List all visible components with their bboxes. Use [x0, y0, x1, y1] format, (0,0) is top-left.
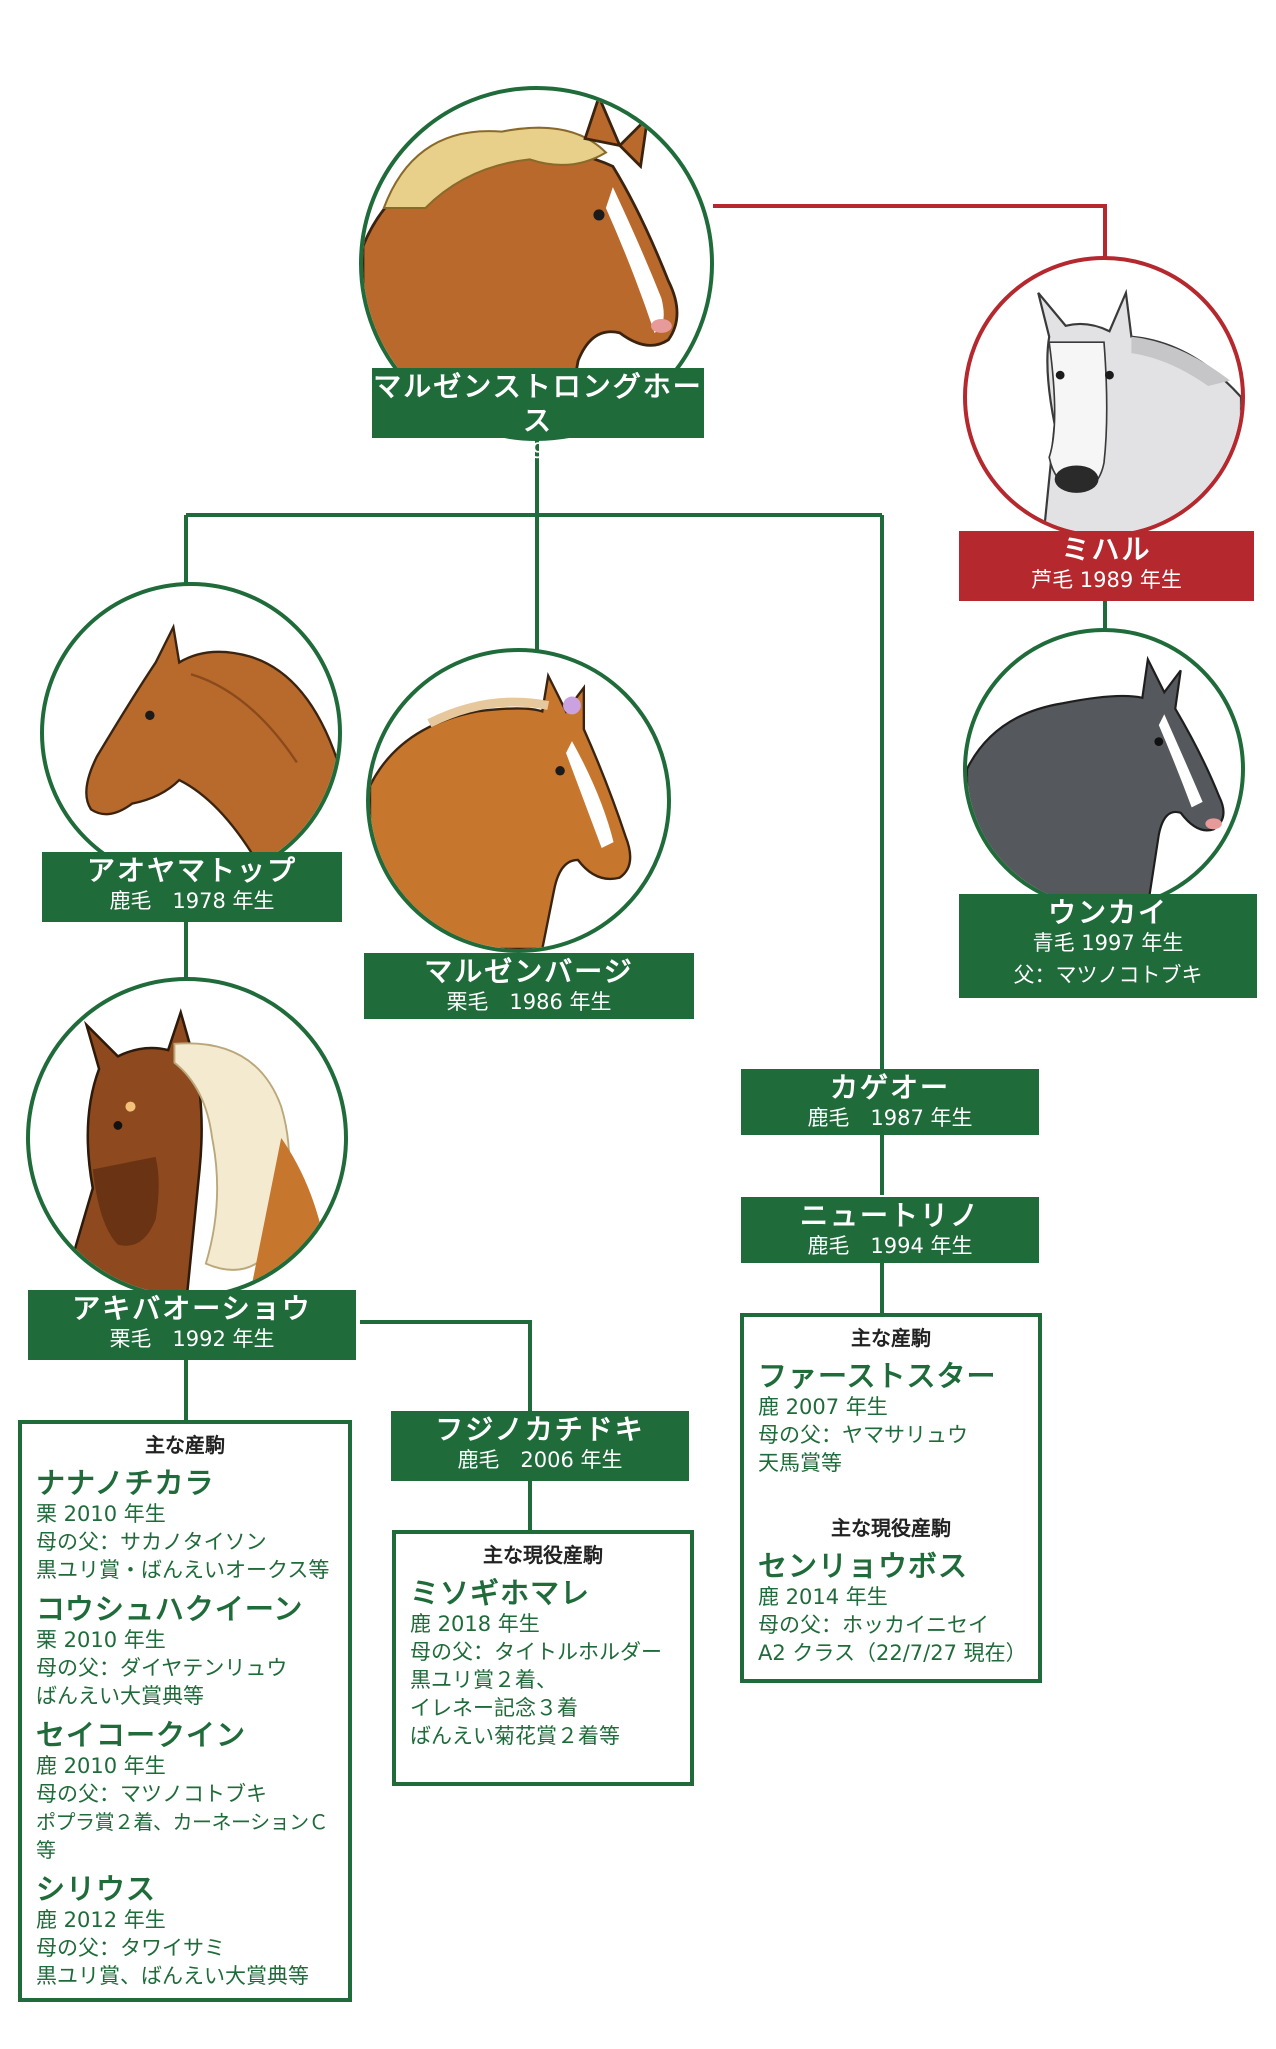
label-marzen-strong-horse: マルゼンストロングホース 鹿毛 1971 年生: [372, 368, 704, 463]
offspring-heading: 主な産駒: [145, 1433, 225, 1457]
horse-name: ミハル: [1061, 533, 1152, 566]
offspring-box-neutrino: 主な産駒 ファーストスター 鹿 2007 年生 母の父：ヤマサリュウ 天馬賞等 …: [740, 1313, 1042, 1683]
horse-name: アキバオーショウ: [72, 1292, 312, 1325]
offspring-heading: 主な産駒: [851, 1326, 931, 1350]
horse-info: 鹿毛 1978 年生: [109, 889, 275, 913]
horse-info: 鹿毛 1987 年生: [807, 1106, 973, 1130]
horse-name: ニュートリノ: [799, 1199, 980, 1232]
horse-name: ウンカイ: [1047, 896, 1168, 929]
label-unkai: ウンカイ 青毛 1997 年生 父：マツノコトブキ: [959, 894, 1257, 998]
offspring-entry: コウシュハクイーン 栗 2010 年生 母の父：ダイヤテンリュウ ばんえい大賞典…: [36, 1592, 334, 1710]
offspring-entry: ナナノチカラ 栗 2010 年生 母の父：サカノタイソン 黒ユリ賞・ばんえいオー…: [36, 1466, 334, 1584]
offspring-line: ポプラ賞２着、カーネーションＣ等: [36, 1810, 329, 1862]
offspring-line: 鹿 2018 年生: [410, 1612, 540, 1636]
offspring-line: ばんえい大賞典等: [36, 1684, 204, 1708]
portrait-aoyama-top: [40, 582, 342, 884]
offspring-box-fujino-kachidoki: 主な現役産駒 ミソギホマレ 鹿 2018 年生 母の父：タイトルホルダー 黒ユリ…: [392, 1530, 694, 1786]
portrait-miharu: [963, 256, 1245, 538]
offspring-entry: セイコークイン 鹿 2010 年生 母の父：マツノコトブキ ポプラ賞２着、カーネ…: [36, 1718, 334, 1864]
horse-sire: 父：マツノコトブキ: [1013, 963, 1203, 987]
offspring-name: センリョウボス: [758, 1549, 969, 1583]
label-marzen-barge: マルゼンバージ 栗毛 1986 年生: [364, 953, 694, 1019]
portrait-unkai: [963, 628, 1245, 910]
label-akiba-oshou: アキバオーショウ 栗毛 1992 年生: [28, 1290, 356, 1360]
offspring-name: コウシュハクイーン: [36, 1592, 304, 1626]
label-neutrino: ニュートリノ 鹿毛 1994 年生: [741, 1197, 1039, 1263]
horse-info: 鹿毛 1971 年生: [455, 439, 621, 463]
offspring-line: 母の父：タイトルホルダー: [410, 1640, 662, 1664]
offspring-box-akiba-oshou: 主な産駒 ナナノチカラ 栗 2010 年生 母の父：サカノタイソン 黒ユリ賞・ば…: [18, 1420, 352, 2002]
label-kageo: カゲオー 鹿毛 1987 年生: [741, 1069, 1039, 1135]
offspring-line: A2 クラス（22/7/27 現在）: [758, 1641, 1027, 1665]
label-miharu: ミハル 芦毛 1989 年生: [959, 531, 1254, 601]
offspring-line: 黒ユリ賞・ばんえいオークス等: [36, 1558, 330, 1582]
offspring-line: 母の父：ホッカイニセイ: [758, 1613, 989, 1637]
horse-info: 鹿毛 2006 年生: [457, 1448, 623, 1472]
horse-name: マルゼンストロングホース: [373, 370, 703, 437]
offspring-line: 栗 2010 年生: [36, 1628, 166, 1652]
offspring-line: 母の父：ダイヤテンリュウ: [36, 1656, 288, 1680]
offspring-entry: ファーストスター 鹿 2007 年生 母の父：ヤマサリュウ 天馬賞等: [758, 1359, 1024, 1477]
offspring-line: 黒ユリ賞、ばんえい大賞典等: [36, 1964, 309, 1988]
offspring-line: 鹿 2014 年生: [758, 1585, 888, 1609]
offspring-entry: ミソギホマレ 鹿 2018 年生 母の父：タイトルホルダー 黒ユリ賞２着、 イレ…: [410, 1576, 676, 1750]
offspring-name: セイコークイン: [36, 1718, 247, 1752]
offspring-line: イレネー記念３着: [410, 1696, 578, 1720]
offspring-entry: センリョウボス 鹿 2014 年生 母の父：ホッカイニセイ A2 クラス（22/…: [758, 1549, 1027, 1667]
offspring-name: ナナノチカラ: [36, 1466, 215, 1500]
offspring-line: 母の父：タワイサミ: [36, 1936, 225, 1960]
offspring-line: 母の父：マツノコトブキ: [36, 1782, 267, 1806]
horse-info: 鹿毛 1994 年生: [807, 1234, 973, 1258]
offspring-entry: シリウス 鹿 2012 年生 母の父：タワイサミ 黒ユリ賞、ばんえい大賞典等: [36, 1872, 334, 1990]
offspring-line: 母の父：ヤマサリュウ: [758, 1423, 968, 1447]
portrait-marzen-barge: [366, 648, 671, 953]
portrait-akiba-oshou: [26, 977, 348, 1299]
label-fujino-kachidoki: フジノカチドキ 鹿毛 2006 年生: [391, 1411, 689, 1481]
offspring-name: シリウス: [36, 1872, 157, 1906]
offspring-line: 母の父：サカノタイソン: [36, 1530, 267, 1554]
offspring-line: 鹿 2010 年生: [36, 1754, 166, 1778]
horse-info: 栗毛 1992 年生: [109, 1327, 275, 1351]
horse-name: フジノカチドキ: [435, 1413, 645, 1446]
horse-name: マルゼンバージ: [424, 955, 634, 988]
horse-name: カゲオー: [829, 1071, 950, 1104]
offspring-heading: 主な現役産駒: [483, 1543, 603, 1567]
offspring-name: ファーストスター: [758, 1359, 997, 1393]
offspring-line: 黒ユリ賞２着、: [410, 1668, 557, 1692]
offspring-heading-active: 主な現役産駒: [831, 1516, 951, 1540]
offspring-line: 鹿 2012 年生: [36, 1908, 166, 1932]
offspring-line: ばんえい菊花賞２着等: [410, 1724, 620, 1748]
horse-info: 栗毛 1986 年生: [446, 990, 612, 1014]
horse-info: 芦毛 1989 年生: [1031, 568, 1182, 592]
offspring-line: 鹿 2007 年生: [758, 1395, 888, 1419]
offspring-name: ミソギホマレ: [410, 1576, 591, 1610]
offspring-line: 天馬賞等: [758, 1451, 842, 1475]
offspring-line: 栗 2010 年生: [36, 1502, 166, 1526]
horse-info: 青毛 1997 年生: [1032, 931, 1184, 955]
label-aoyama-top: アオヤマトップ 鹿毛 1978 年生: [42, 852, 342, 922]
horse-name: アオヤマトップ: [86, 854, 297, 887]
